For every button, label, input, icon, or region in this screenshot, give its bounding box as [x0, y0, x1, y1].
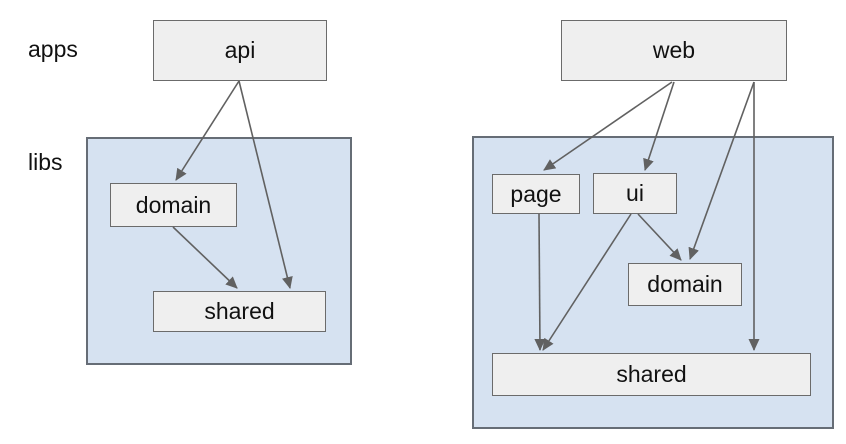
node-api: api: [153, 20, 327, 81]
node-domain-left: domain: [110, 183, 237, 227]
node-ui: ui: [593, 173, 677, 214]
node-domain-right: domain: [628, 263, 742, 306]
node-page: page: [492, 174, 580, 214]
node-web: web: [561, 20, 787, 81]
node-shared-right: shared: [492, 353, 811, 396]
row-label-apps: apps: [28, 36, 78, 62]
node-shared-left: shared: [153, 291, 326, 332]
row-label-libs: libs: [28, 149, 63, 175]
